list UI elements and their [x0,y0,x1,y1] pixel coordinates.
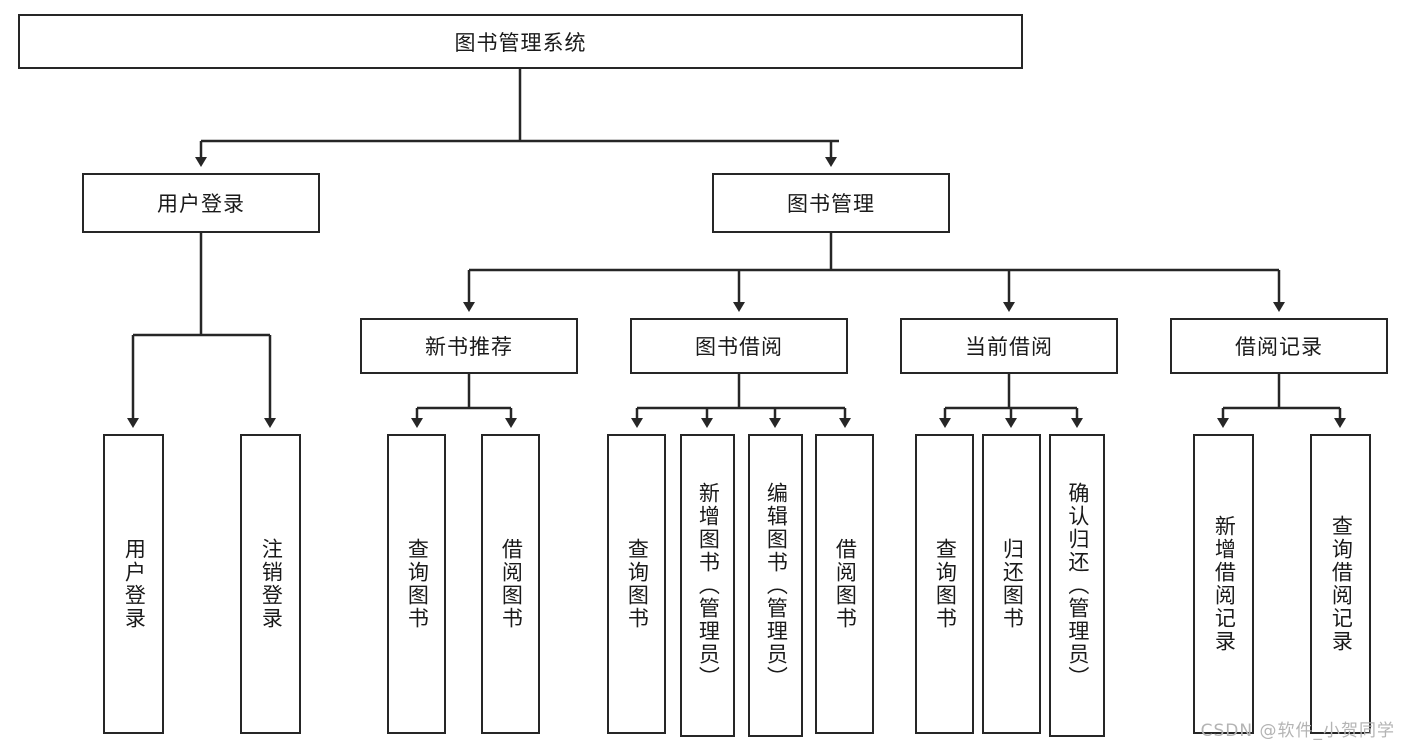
node-leaf-confirm-return-admin[interactable]: 确认归还（管理员） [1049,434,1105,737]
csdn-watermark: CSDN @软件_小贺同学 [1200,721,1395,741]
node-leaf-query-book-borrow[interactable]: 查询图书 [607,434,666,734]
node-leaf-query-borrow-record[interactable]: 查询借阅记录 [1310,434,1371,734]
node-book-management[interactable]: 图书管理 [712,173,950,233]
node-leaf-user-login[interactable]: 用户登录 [103,434,164,734]
node-leaf-edit-book-admin[interactable]: 编辑图书（管理员） [748,434,803,737]
node-leaf-add-book-admin[interactable]: 新增图书（管理员） [680,434,735,737]
node-leaf-query-book-new[interactable]: 查询图书 [387,434,446,734]
node-new-book-recommend[interactable]: 新书推荐 [360,318,578,374]
node-current-borrow[interactable]: 当前借阅 [900,318,1118,374]
node-root-system[interactable]: 图书管理系统 [18,14,1023,69]
node-user-login[interactable]: 用户登录 [82,173,320,233]
node-leaf-query-book-current[interactable]: 查询图书 [915,434,974,734]
node-book-borrow[interactable]: 图书借阅 [630,318,848,374]
node-leaf-add-borrow-record[interactable]: 新增借阅记录 [1193,434,1254,734]
node-borrow-records[interactable]: 借阅记录 [1170,318,1388,374]
node-leaf-borrow-book-new[interactable]: 借阅图书 [481,434,540,734]
node-leaf-return-book[interactable]: 归还图书 [982,434,1041,734]
node-leaf-user-logout[interactable]: 注销登录 [240,434,301,734]
node-leaf-borrow-book[interactable]: 借阅图书 [815,434,874,734]
